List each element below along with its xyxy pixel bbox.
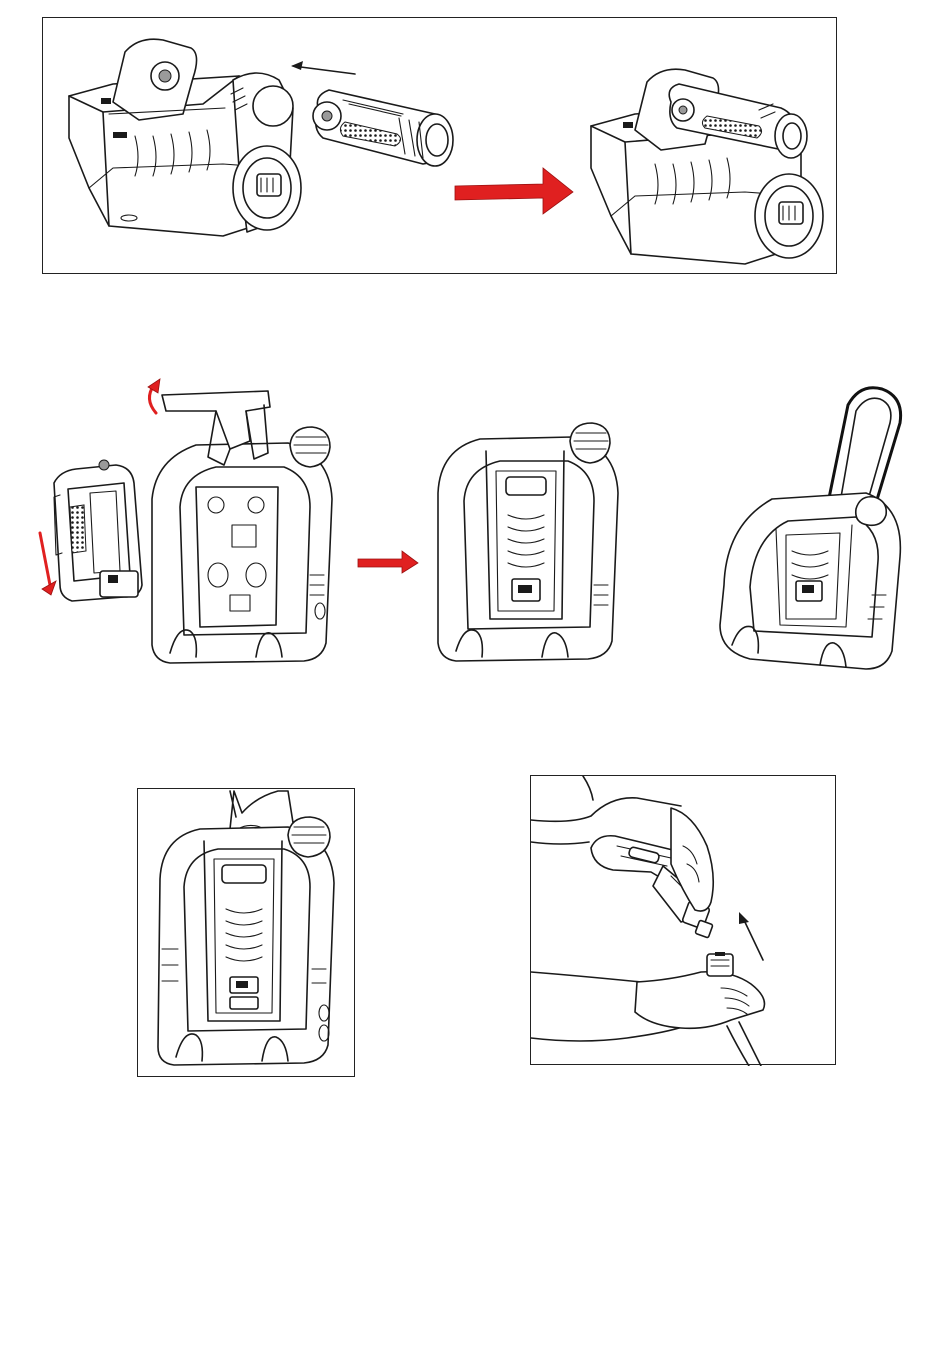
filler-cap-illustration [138,789,356,1078]
upper-arm [531,798,681,822]
figure-filler-cap [137,788,355,1077]
filter-cartridge [313,90,453,166]
up-arrow-icon [743,918,763,960]
direction-arrow-icon [293,66,355,74]
battery-insert-illustration [20,375,920,675]
red-arrow-icon [358,551,418,573]
figure-battery-insert [20,375,920,675]
figure-hose-connect [530,775,836,1065]
unit-closed [438,423,618,661]
unit-trolley-handle [720,388,901,669]
unit-open [152,391,332,663]
red-down-arrow-icon [40,533,50,585]
base-unit-assembled [591,69,823,264]
hose-coupling [707,954,733,976]
red-arrow-icon [455,168,573,214]
battery-pack [54,460,142,601]
hose-connect-illustration [531,776,837,1066]
base-unit-empty [69,39,301,236]
cartridge-insert-illustration [43,18,838,275]
figure-cartridge-insert [42,17,837,274]
filler-cap [288,817,330,857]
garden-hose [727,1026,749,1066]
lower-arm [531,972,641,982]
